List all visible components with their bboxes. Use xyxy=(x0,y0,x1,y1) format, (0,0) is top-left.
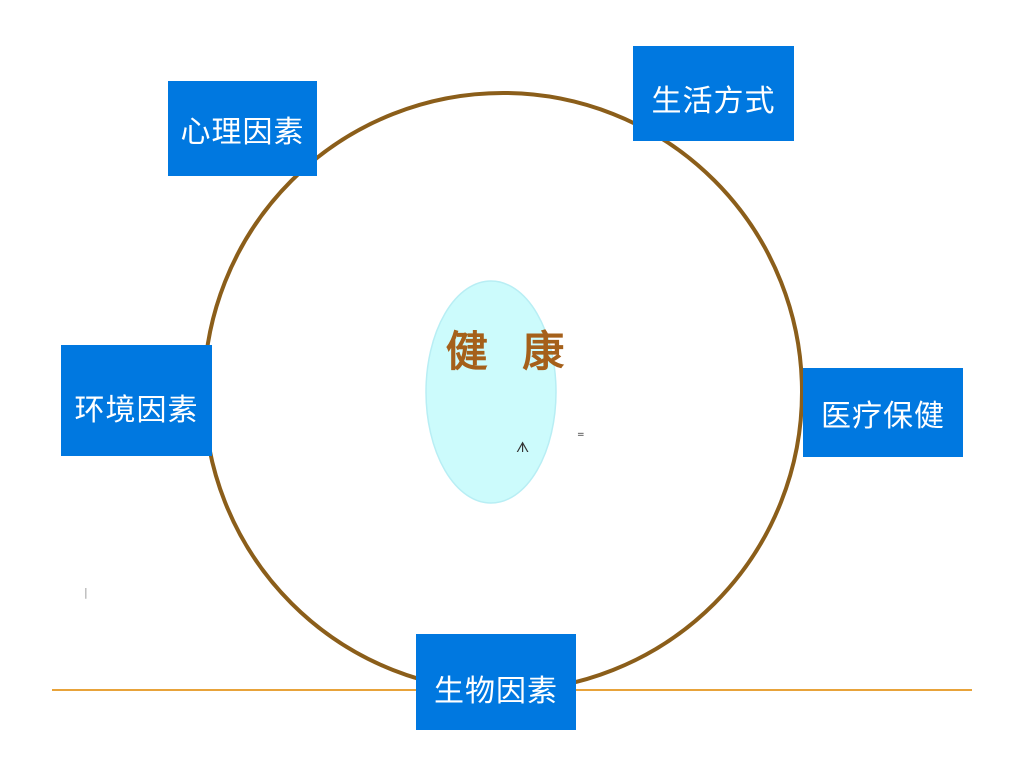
stray-mark-c: | xyxy=(84,586,88,599)
stray-mark-a: ᗑ xyxy=(516,440,530,456)
factor-label-environmental: 环境因素 xyxy=(74,393,199,428)
factor-box-lifestyle: 生活方式 xyxy=(633,46,794,141)
factor-label-healthcare: 医疗保健 xyxy=(821,398,945,434)
factor-box-biological: 生物因素 xyxy=(416,634,576,730)
factor-box-environmental: 环境因素 xyxy=(61,345,212,456)
stray-mark-b: = xyxy=(577,430,585,440)
factor-label-psychological: 心理因素 xyxy=(180,114,305,150)
factor-label-biological: 生物因素 xyxy=(434,674,558,709)
health-core-ellipse xyxy=(425,280,557,504)
factor-box-psychological: 心理因素 xyxy=(168,81,317,176)
factor-label-lifestyle: 生活方式 xyxy=(651,84,776,119)
factor-box-healthcare: 医疗保健 xyxy=(803,368,963,457)
center-health-label: 健 康 xyxy=(445,327,575,376)
